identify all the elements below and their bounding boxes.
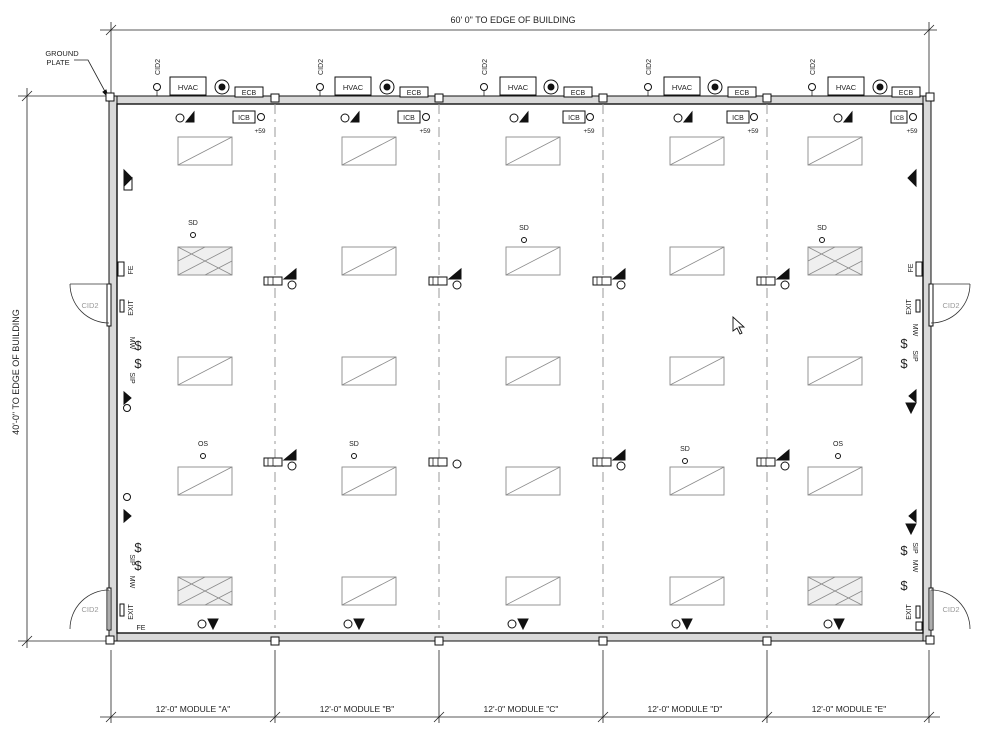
icb-label: ICB xyxy=(403,115,415,122)
mw-label: MW xyxy=(911,560,918,573)
sd-label: SD xyxy=(680,446,690,453)
cid-label: CID2 xyxy=(482,59,489,75)
door-cid-label: CID2 xyxy=(81,605,98,614)
hvac-label: HVAC xyxy=(343,83,364,92)
right-upper-door: CID2 xyxy=(928,283,971,327)
dollar-sign: $ xyxy=(134,338,142,353)
exit-label: EXIT xyxy=(128,299,135,315)
fe-label: FE xyxy=(137,625,146,632)
dollar-sign: $ xyxy=(134,540,142,555)
fe-label: FE xyxy=(908,263,915,272)
top-dimension-label: 60' 0" TO EDGE OF BUILDING xyxy=(450,15,575,25)
module-b-label: 12'-0" MODULE "B" xyxy=(320,704,394,714)
ecb-label: ECB xyxy=(242,90,257,97)
module-split-lines xyxy=(274,104,768,633)
sd-label: SD xyxy=(519,225,529,232)
plus59-label: +59 xyxy=(747,128,758,135)
plus59-label: +59 xyxy=(583,128,594,135)
sip-label: SIP xyxy=(128,554,135,566)
icb-label: ICB xyxy=(732,115,744,122)
sip-label: SIP xyxy=(911,542,918,554)
module-e-equipment: CID2 HVAC ECB ICB +59 xyxy=(808,59,921,135)
left-lower-door: CID2 xyxy=(69,587,112,631)
door-cid-label: CID2 xyxy=(942,605,959,614)
left-dimension: 40'-0" TO EDGE OF BUILDING xyxy=(11,88,110,648)
hvac-label: HVAC xyxy=(672,83,693,92)
mw-label: MW xyxy=(911,324,918,337)
mouse-cursor xyxy=(732,315,746,335)
detectors: SD SD SD OS SD SD OS xyxy=(188,220,843,464)
plus59-label: +59 xyxy=(254,128,265,135)
door-cid-label: CID2 xyxy=(942,301,959,310)
module-d-equipment: CID2 HVAC ECB ICB +59 xyxy=(644,59,759,135)
ground-plate-callout: GROUND PLATE xyxy=(45,49,110,99)
bottom-wall-devices xyxy=(197,618,845,631)
hvac-label: HVAC xyxy=(178,83,199,92)
icb-label: ICB xyxy=(894,116,904,122)
ecb-label: ECB xyxy=(735,90,750,97)
icb-label: ICB xyxy=(568,115,580,122)
door-cid-label: CID2 xyxy=(81,301,98,310)
cid-label: CID2 xyxy=(318,59,325,75)
icb-label: ICB xyxy=(238,115,250,122)
top-dimension: 60' 0" TO EDGE OF BUILDING xyxy=(100,15,937,96)
cid-label: CID2 xyxy=(155,59,162,75)
mw-label: MW xyxy=(128,337,135,350)
module-a-equipment: CID2 HVAC ECB ICB +59 xyxy=(153,59,266,135)
exit-label: EXIT xyxy=(906,603,913,619)
fe-label: FE xyxy=(128,265,135,274)
sd-label: SD xyxy=(188,220,198,227)
dollar-sign: $ xyxy=(900,336,908,351)
sd-label: SD xyxy=(349,441,359,448)
module-b-equipment: CID2 HVAC ECB ICB +59 xyxy=(316,59,431,135)
ecb-label: ECB xyxy=(571,90,586,97)
sd-label: SD xyxy=(817,225,827,232)
module-c-equipment: CID2 HVAC ECB ICB +59 xyxy=(480,59,595,135)
os-label: OS xyxy=(198,441,208,448)
cid-label: CID2 xyxy=(646,59,653,75)
left-upper-door: CID2 xyxy=(69,283,112,327)
exit-label: EXIT xyxy=(128,603,135,619)
os-label: OS xyxy=(833,441,843,448)
dollar-sign: $ xyxy=(900,578,908,593)
callout-line1: GROUND xyxy=(45,49,79,58)
plus59-label: +59 xyxy=(419,128,430,135)
hvac-label: HVAC xyxy=(836,83,857,92)
split-line-devices xyxy=(263,267,790,471)
dollar-sign: $ xyxy=(134,558,142,573)
hvac-label: HVAC xyxy=(508,83,529,92)
module-a-label: 12'-0" MODULE "A" xyxy=(156,704,230,714)
callout-line2: PLATE xyxy=(46,58,69,67)
dollar-sign: $ xyxy=(900,543,908,558)
right-wall-devices: FE EXIT MW $ SIP $ SIP $ MW $ EXIT xyxy=(900,168,923,631)
top-wall-devices xyxy=(175,110,853,123)
module-dimensions: 12'-0" MODULE "A" 12'-0" MODULE "B" 12'-… xyxy=(100,650,940,723)
sip-label: SIP xyxy=(128,372,135,384)
exit-label: EXIT xyxy=(906,298,913,314)
right-lower-door: CID2 xyxy=(928,587,971,631)
plus59-label: +59 xyxy=(906,128,917,135)
ecb-label: ECB xyxy=(407,90,422,97)
module-c-label: 12'-0" MODULE "C" xyxy=(484,704,559,714)
ecb-label: ECB xyxy=(899,90,914,97)
left-dimension-label: 40'-0" TO EDGE OF BUILDING xyxy=(11,309,21,435)
mw-label: MW xyxy=(128,576,135,589)
module-e-label: 12'-0" MODULE "E" xyxy=(812,704,886,714)
sip-label: SIP xyxy=(911,350,918,362)
cid-label: CID2 xyxy=(810,59,817,75)
left-wall-devices: FE EXIT MW $ $ SIP $ SIP $ MW EXIT FE xyxy=(117,168,146,632)
module-d-label: 12'-0" MODULE "D" xyxy=(648,704,723,714)
light-fixtures xyxy=(177,136,863,606)
dollar-sign: $ xyxy=(900,356,908,371)
dollar-sign: $ xyxy=(134,356,142,371)
building-walls xyxy=(105,92,935,646)
